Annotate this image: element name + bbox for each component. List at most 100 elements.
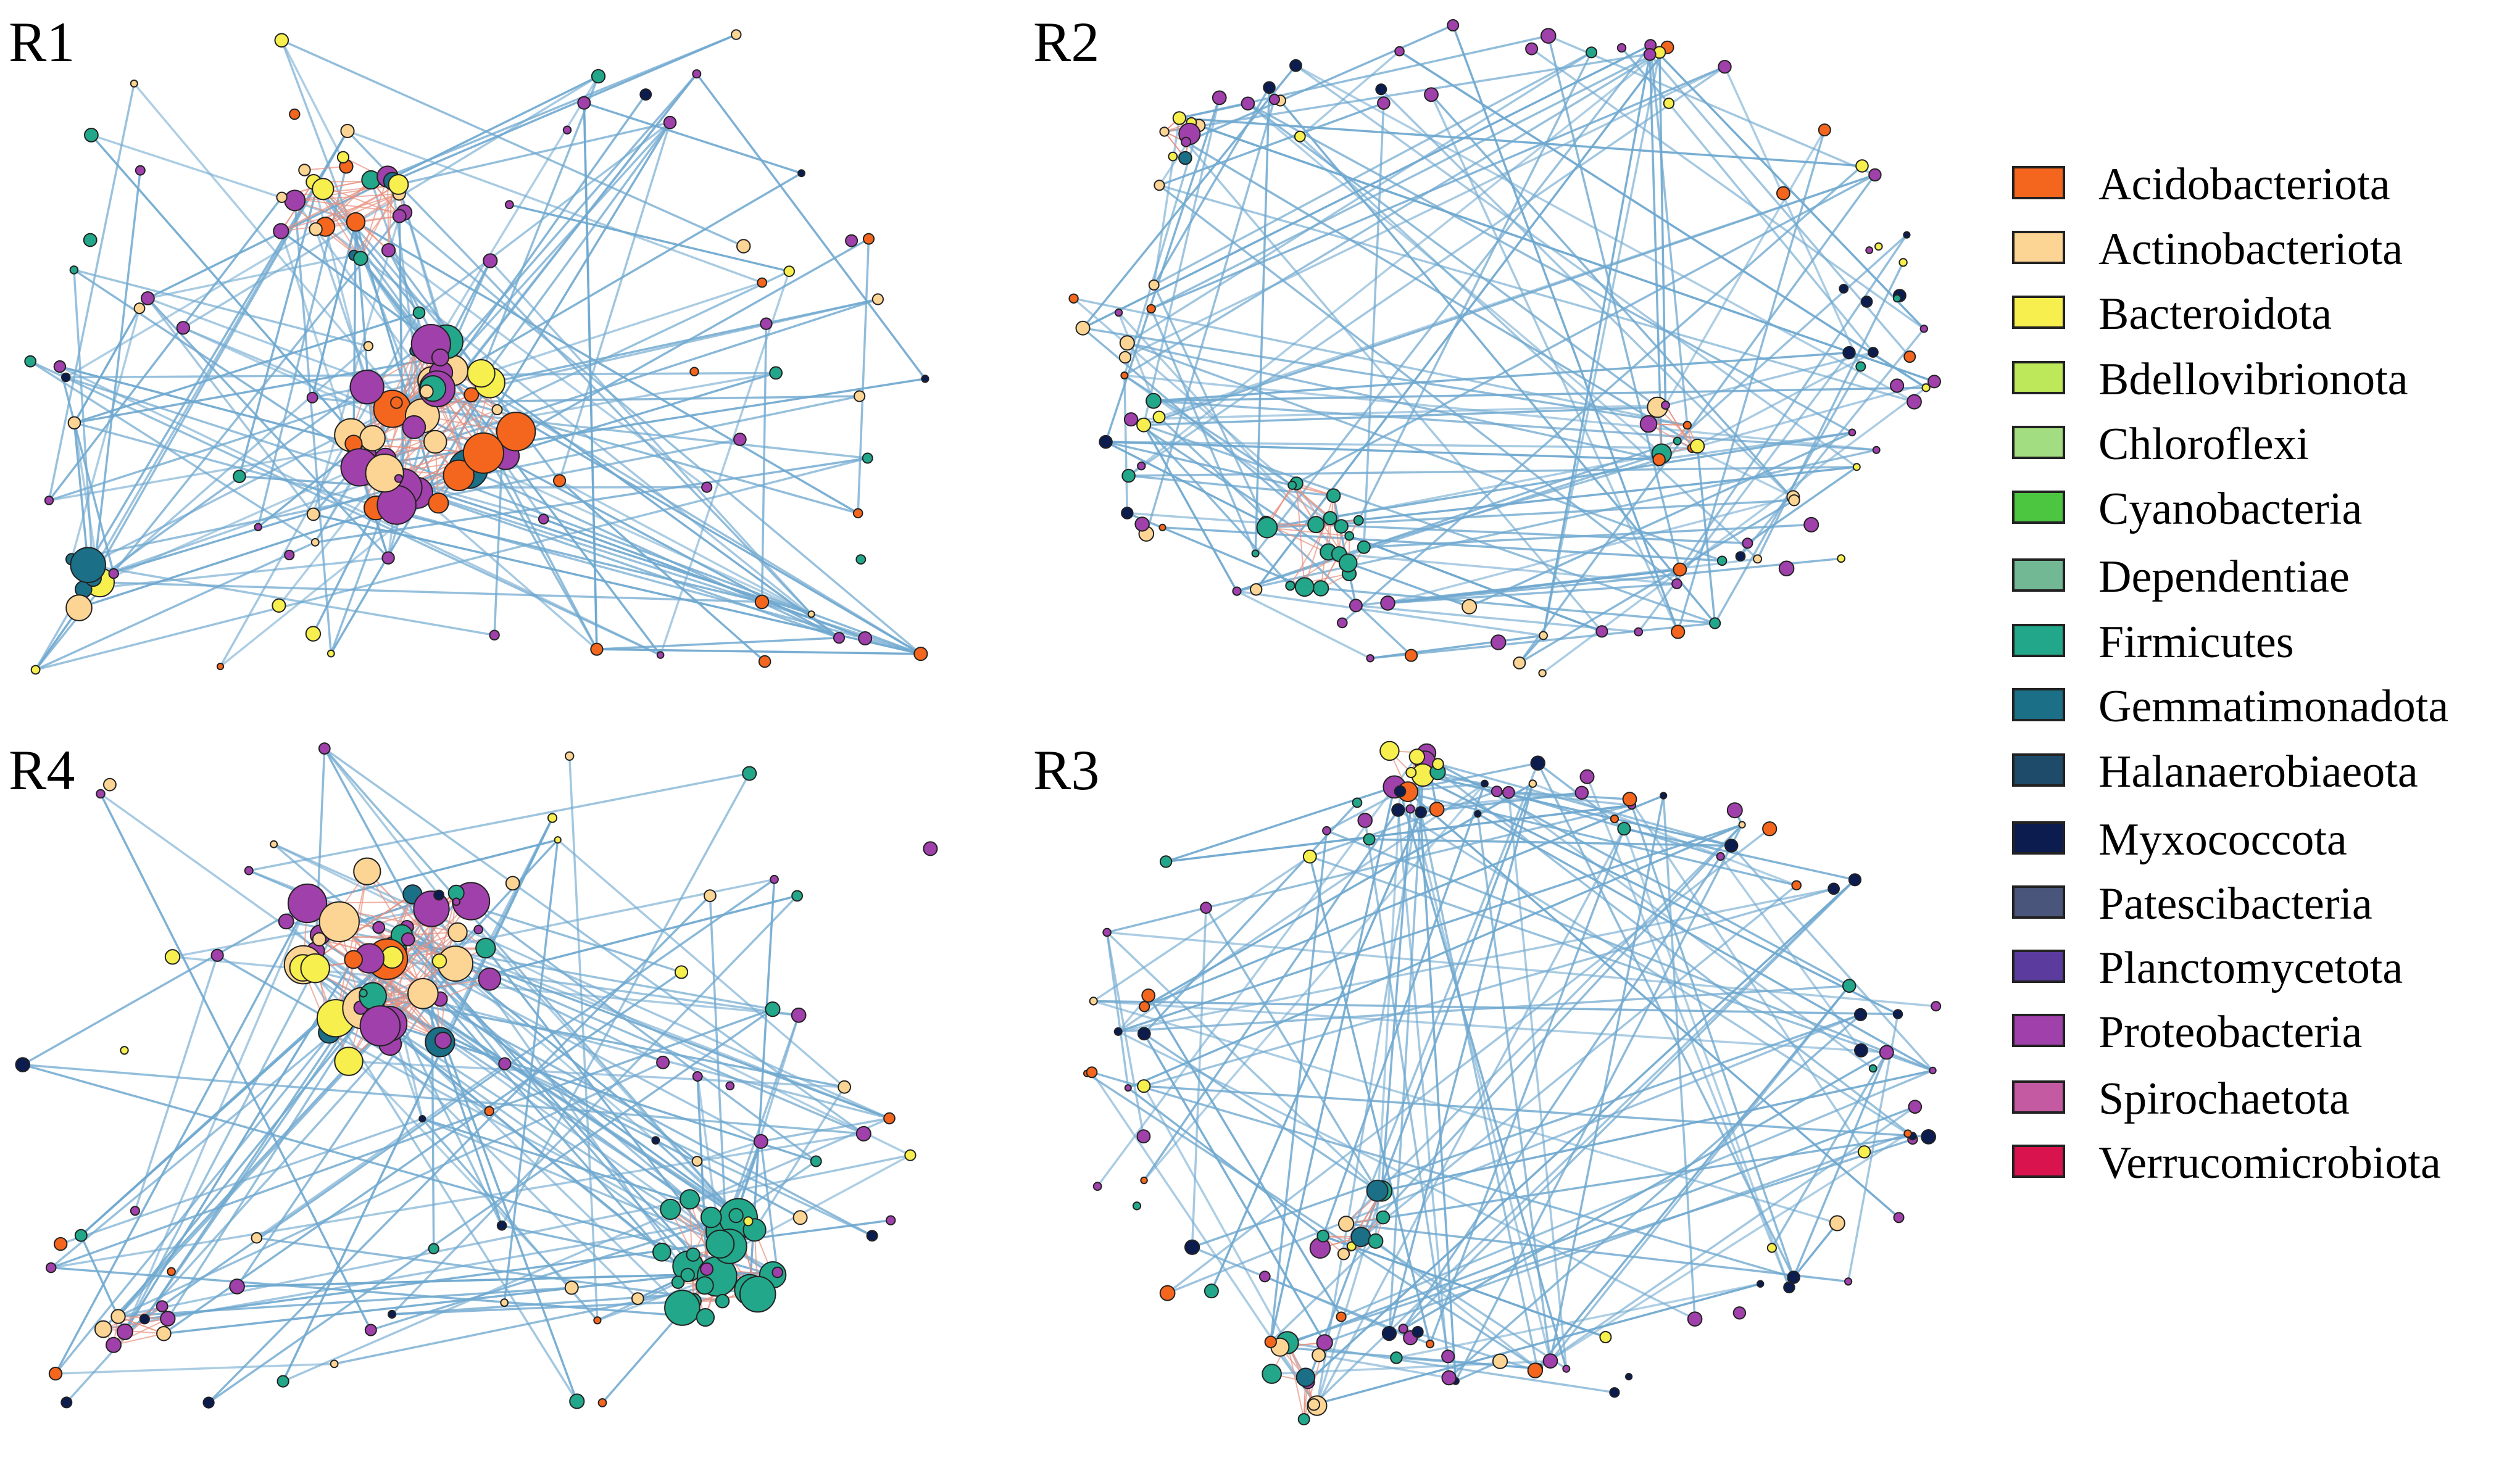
taxon-node	[402, 415, 426, 439]
taxon-node	[757, 277, 768, 288]
negative-edge	[1347, 561, 1470, 608]
taxon-node	[1102, 927, 1112, 937]
negative-edge	[1549, 795, 1665, 1362]
negative-edge	[1247, 102, 1853, 434]
legend-label: Bacteroidota	[2098, 289, 2332, 339]
taxon-node	[838, 1080, 851, 1094]
taxon-node	[771, 1266, 783, 1278]
negative-edge	[1313, 879, 1856, 1406]
negative-edge	[1105, 932, 1129, 1088]
negative-edge	[1117, 782, 1486, 1033]
taxon-node	[1716, 555, 1728, 566]
taxon-node	[1848, 873, 1862, 887]
node-layer	[1083, 740, 1942, 1425]
negative-edge	[1388, 783, 1534, 1334]
negative-edge	[1349, 534, 1603, 632]
negative-edge	[1144, 1085, 1929, 1138]
negative-edge	[59, 366, 115, 574]
taxon-node	[1634, 627, 1644, 637]
taxon-node	[1893, 1212, 1905, 1224]
taxon-node	[807, 610, 815, 618]
taxon-node	[1661, 400, 1670, 410]
taxon-node	[423, 429, 447, 454]
negative-edge	[78, 503, 397, 609]
taxon-node	[83, 233, 98, 247]
taxon-node	[1839, 284, 1849, 294]
taxon-node	[381, 551, 395, 565]
taxon-node	[1868, 1064, 1878, 1073]
node-layer	[24, 29, 929, 675]
taxon-node	[1690, 438, 1705, 454]
taxon-node	[431, 348, 450, 367]
taxon-node	[863, 233, 875, 245]
negative-edge	[1082, 65, 1297, 329]
negative-edge	[1191, 908, 1207, 1248]
negative-edge	[1307, 783, 1534, 1383]
taxon-node	[478, 968, 502, 991]
negative-edge	[1143, 1033, 1326, 1343]
negative-edge	[1407, 791, 1552, 1362]
taxon-node	[1447, 19, 1460, 31]
taxon-node	[116, 1323, 133, 1340]
taxon-node	[758, 655, 771, 668]
taxon-node	[855, 554, 867, 565]
taxon-node	[1530, 755, 1545, 771]
taxon-node	[1609, 1387, 1620, 1398]
taxon-node	[1412, 1326, 1424, 1338]
taxon-node	[686, 1247, 701, 1262]
negative-edge	[1658, 431, 1853, 461]
legend-label: Acidobacteriota	[2098, 159, 2390, 210]
positive-edge	[113, 1333, 164, 1346]
taxon-node	[791, 890, 803, 902]
taxon-node	[344, 950, 364, 969]
taxon-node	[498, 1057, 512, 1071]
taxon-node	[671, 1275, 685, 1289]
negative-edge	[501, 773, 751, 1227]
taxon-node	[67, 416, 81, 430]
negative-edge	[1143, 424, 1716, 624]
taxon-node	[691, 1156, 703, 1167]
negative-edge	[1657, 351, 1874, 408]
positive-edge	[294, 193, 399, 201]
negative-edge	[208, 1008, 773, 1404]
taxon-node	[700, 1262, 714, 1276]
taxon-node	[1326, 488, 1341, 503]
taxon-node	[418, 1115, 426, 1123]
taxon-node	[1848, 428, 1857, 437]
taxon-node	[130, 79, 138, 88]
taxon-node	[1462, 599, 1478, 615]
negative-edge	[1537, 1132, 1909, 1370]
taxon-node	[810, 1155, 822, 1167]
network-panel-r2: R2	[1025, 0, 1975, 697]
taxon-node	[1312, 580, 1329, 597]
taxon-node	[1086, 1066, 1098, 1079]
negative-edge	[1355, 604, 1639, 633]
taxon-node	[1903, 1129, 1912, 1138]
taxon-node	[701, 481, 713, 493]
negative-edge	[543, 518, 866, 640]
taxon-node	[1154, 180, 1165, 191]
taxon-node	[133, 302, 146, 315]
taxon-node	[53, 360, 67, 373]
taxon-node	[565, 751, 575, 761]
negative-edge	[1096, 756, 1418, 1187]
negative-edge	[51, 1008, 773, 1269]
negative-edge	[559, 479, 766, 663]
taxon-node	[736, 239, 751, 254]
negative-edge	[1518, 174, 1876, 664]
taxon-node	[1491, 785, 1503, 797]
negative-edge	[1363, 103, 1385, 547]
negative-edge	[1166, 827, 1771, 1295]
taxon-node	[1892, 294, 1902, 303]
taxon-node	[1842, 346, 1856, 360]
taxon-node	[1119, 335, 1135, 351]
taxon-node	[1121, 507, 1134, 520]
negative-edge	[1236, 590, 1544, 637]
negative-edge	[398, 121, 670, 186]
negative-edge	[312, 507, 377, 634]
taxon-node	[1753, 554, 1763, 564]
taxon-node	[1732, 1306, 1747, 1320]
taxon-node	[270, 840, 278, 848]
negative-edge	[1266, 431, 1853, 529]
taxon-node	[60, 1396, 73, 1409]
